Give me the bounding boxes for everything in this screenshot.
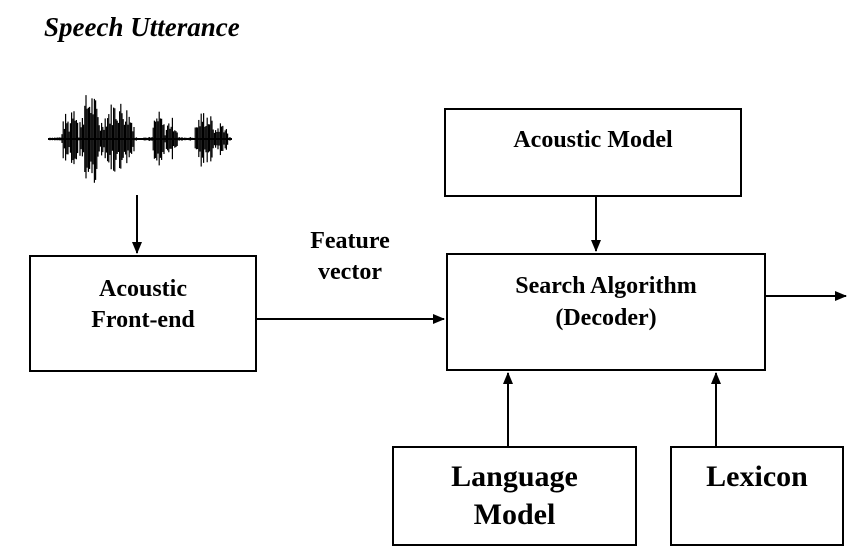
- language-model-label-line2: Model: [473, 498, 556, 531]
- speech-waveform-icon: [48, 95, 232, 183]
- search-algorithm-box: Search Algorithm (Decoder): [446, 253, 766, 371]
- acoustic-frontend-label-line1: Acoustic: [99, 275, 187, 302]
- acoustic-model-label: Acoustic Model: [513, 127, 673, 153]
- language-model-box: Language Model: [392, 446, 637, 546]
- speech-utterance-title: Speech Utterance: [44, 12, 240, 42]
- search-algorithm-label-line1: Search Algorithm: [515, 273, 697, 299]
- search-algorithm-label-line2: (Decoder): [555, 305, 657, 331]
- language-model-label-line1: Language: [451, 460, 578, 493]
- acoustic-model-box: Acoustic Model: [444, 108, 742, 197]
- acoustic-frontend-box: Acoustic Front-end: [29, 255, 257, 372]
- feature-vector-line1: Feature: [310, 228, 390, 254]
- acoustic-frontend-label-line2: Front-end: [91, 306, 195, 333]
- feature-vector-label: Feature vector: [290, 226, 410, 288]
- feature-vector-line2: vector: [318, 259, 382, 285]
- lexicon-box: Lexicon: [670, 446, 844, 546]
- lexicon-label: Lexicon: [706, 460, 808, 493]
